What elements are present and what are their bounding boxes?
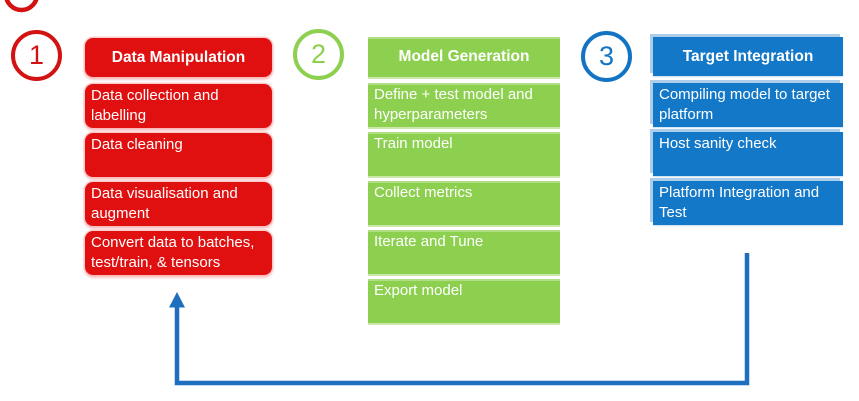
process-box: Data collection and labelling <box>85 84 272 128</box>
process-box: Iterate and Tune <box>368 230 560 274</box>
column-header: Model Generation <box>368 37 560 77</box>
process-box: Compiling model to target platform <box>653 83 843 127</box>
model-generation-column: Model Generation Define + test model and… <box>368 37 560 328</box>
column-header: Data Manipulation <box>85 38 272 77</box>
process-box: Define + test model and hyperparameters <box>368 83 560 127</box>
process-box: Data cleaning <box>85 133 272 177</box>
process-box: Data visualisation and augment <box>85 182 272 226</box>
step-2-number: 2 <box>310 39 327 69</box>
step-2-badge: 2 <box>293 29 344 80</box>
process-box: Convert data to batches, test/train, & t… <box>85 231 272 275</box>
step-3-number: 3 <box>598 41 615 71</box>
step-3-badge: 3 <box>581 31 632 82</box>
step-1-number: 1 <box>28 40 45 70</box>
process-box: Host sanity check <box>653 132 843 176</box>
target-integration-column: Target Integration Compiling model to ta… <box>653 37 843 230</box>
process-box: Platform Integration and Test <box>653 181 843 225</box>
data-manipulation-column: Data Manipulation Data collection and la… <box>85 38 272 280</box>
step-1-badge: 1 <box>11 30 62 81</box>
cropped-circle-fragment <box>4 0 39 13</box>
process-box: Export model <box>368 279 560 323</box>
process-box: Train model <box>368 132 560 176</box>
feedback-arrow-head <box>169 292 185 308</box>
column-header: Target Integration <box>653 37 843 76</box>
process-box: Collect metrics <box>368 181 560 225</box>
